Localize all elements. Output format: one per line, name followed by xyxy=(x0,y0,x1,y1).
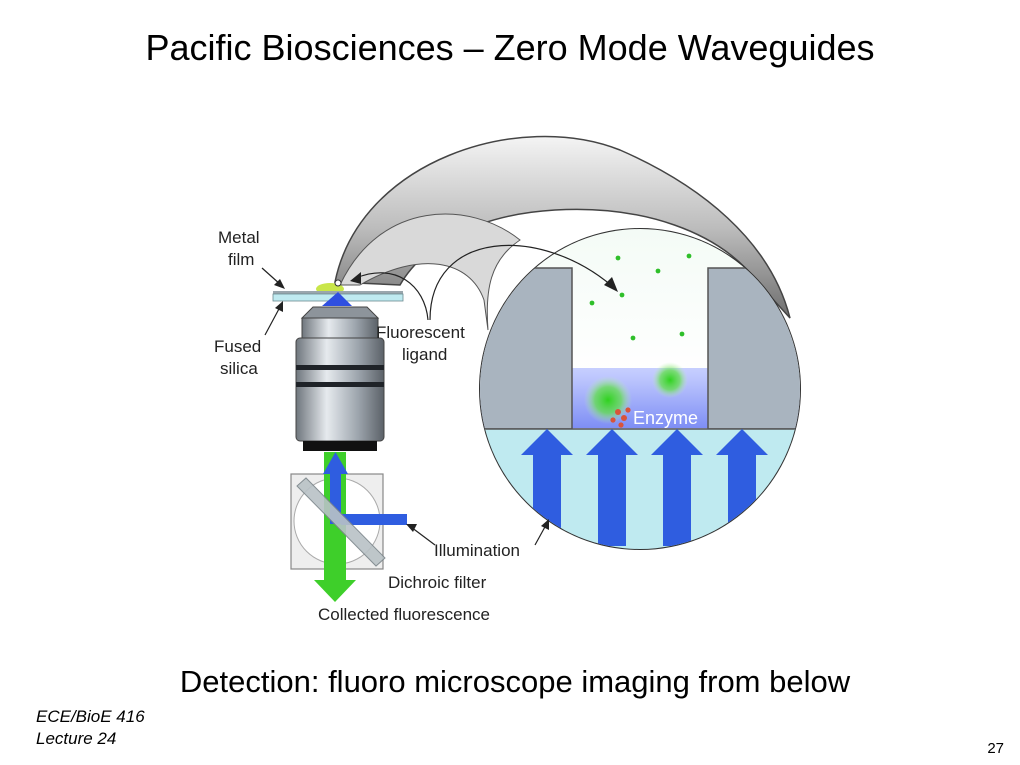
footer-course: ECE/BioE 416 xyxy=(36,707,145,726)
magnification-tube-lower xyxy=(339,213,521,331)
slide-caption: Detection: fluoro microscope imaging fro… xyxy=(179,664,851,699)
ligand-arrow-to-spot xyxy=(355,272,429,321)
enzyme-label: Enzyme xyxy=(633,408,698,428)
metal-film-label-line1: Metal xyxy=(218,228,260,247)
enzyme-blob xyxy=(610,407,631,428)
fused-silica-label-line1: Fused xyxy=(214,337,261,356)
collected-fluorescence-label: Collected fluorescence xyxy=(318,605,490,624)
magnification-tube xyxy=(334,135,791,319)
up-arrow-3 xyxy=(651,429,703,546)
up-arrow-2 xyxy=(586,429,638,546)
illumination-leader-circle xyxy=(534,524,547,546)
diffusing-ligand-glow xyxy=(652,362,688,398)
illumination-label: Illumination xyxy=(434,541,520,560)
metal-film-arrowhead xyxy=(274,279,285,289)
arrowhead-spot xyxy=(350,272,361,284)
microscope-objective xyxy=(295,306,385,451)
page-number: 27 xyxy=(987,740,1004,757)
fluorescent-ligand-label-line1: Fluorescent xyxy=(376,323,465,342)
metal-wall-right xyxy=(707,267,800,430)
illumination-arrows xyxy=(521,429,768,546)
dichroic-filter-label: Dichroic filter xyxy=(388,573,487,592)
illumination-arrowhead xyxy=(406,524,417,532)
fused-silica-label-line2: silica xyxy=(220,359,258,378)
arrowhead-well xyxy=(604,277,618,292)
footer-lecture: Lecture 24 xyxy=(36,729,117,748)
fused-silica-arrowhead xyxy=(275,301,283,312)
ligand-arrow-to-well xyxy=(429,244,613,321)
metal-wall-left xyxy=(480,267,573,430)
dichroic-mirror xyxy=(296,477,386,567)
illumination-circle-arrowhead xyxy=(541,519,549,530)
focus-spot xyxy=(334,279,342,287)
fused-silica-leader xyxy=(264,306,281,336)
focus-cone xyxy=(322,292,352,306)
illumination-beam xyxy=(323,452,407,525)
slide-title: Pacific Biosciences – Zero Mode Waveguid… xyxy=(145,27,875,68)
fluorescent-ligand-label-line2: ligand xyxy=(402,345,447,364)
metal-film-label-line2: film xyxy=(228,250,254,269)
slide-footer: ECE/BioE 416 Lecture 24 xyxy=(36,706,145,750)
illumination-leader xyxy=(410,526,436,546)
free-ligands xyxy=(589,253,692,341)
zoom-circle: Enzyme xyxy=(479,228,801,550)
